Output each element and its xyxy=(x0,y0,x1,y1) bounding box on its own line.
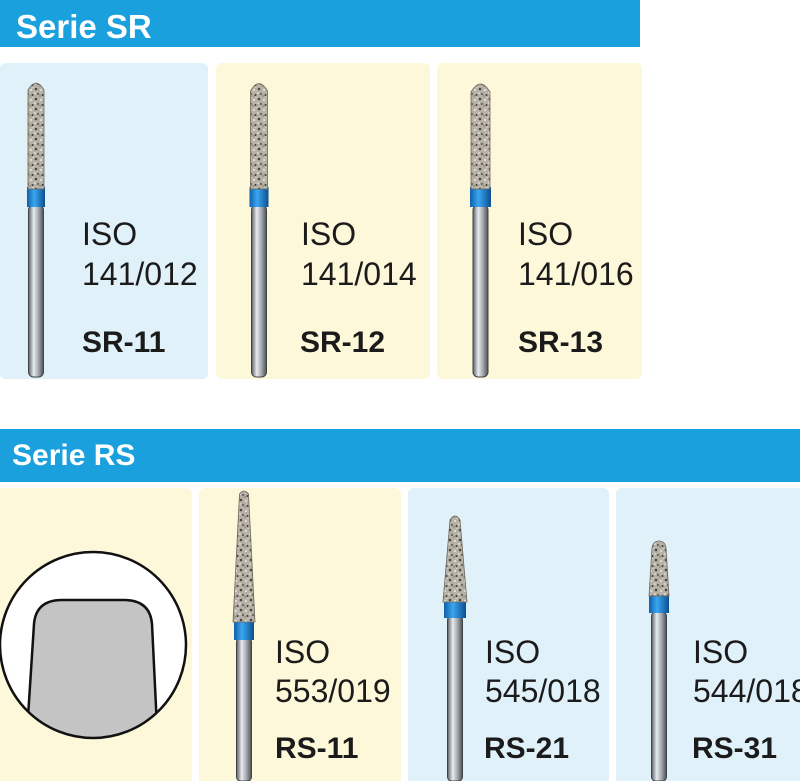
product-card-sr-12: ISO 141/014 SR-12 xyxy=(216,63,430,379)
iso-label: ISO xyxy=(275,634,331,670)
product-card-rs-31: ISO 544/018 RS-31 xyxy=(616,488,800,781)
series-rs-title: Serie RS xyxy=(12,439,136,472)
bur-sr-11-icon xyxy=(27,82,45,378)
iso-number: 544/018 xyxy=(693,673,800,709)
iso-number: 553/019 xyxy=(275,673,391,709)
product-code: RS-11 xyxy=(275,732,359,765)
product-code: SR-11 xyxy=(82,326,166,359)
iso-number: 141/016 xyxy=(518,256,634,292)
iso-label: ISO xyxy=(518,216,574,252)
product-code: RS-31 xyxy=(692,732,778,765)
product-card-sr-13: ISO 141/016 SR-13 xyxy=(437,63,642,379)
iso-label: ISO xyxy=(485,634,541,670)
product-code: SR-13 xyxy=(518,326,604,359)
bur-rs-31-icon xyxy=(648,540,670,781)
profile-illustration-panel xyxy=(0,488,192,781)
series-sr-banner: Serie SR xyxy=(0,0,640,47)
product-code: RS-21 xyxy=(484,732,570,765)
bur-sr-12-icon xyxy=(249,83,269,378)
bur-rs-11-icon xyxy=(232,490,256,781)
iso-number: 141/014 xyxy=(301,256,417,292)
rounded-tip-profile-icon xyxy=(0,550,188,740)
iso-number: 141/012 xyxy=(82,256,198,292)
iso-label: ISO xyxy=(693,634,749,670)
bur-rs-21-icon xyxy=(442,515,468,781)
iso-number: 545/018 xyxy=(485,673,601,709)
series-rs-banner: Serie RS xyxy=(0,429,800,482)
series-sr-title: Serie SR xyxy=(16,8,152,45)
iso-label: ISO xyxy=(82,216,138,252)
iso-label: ISO xyxy=(301,216,357,252)
product-card-rs-21: ISO 545/018 RS-21 xyxy=(408,488,609,781)
product-card-sr-11: ISO 141/012 SR-11 xyxy=(0,63,208,379)
product-code: SR-12 xyxy=(300,326,386,359)
product-card-rs-11: ISO 553/019 RS-11 xyxy=(199,488,401,781)
bur-sr-13-icon xyxy=(470,83,491,378)
